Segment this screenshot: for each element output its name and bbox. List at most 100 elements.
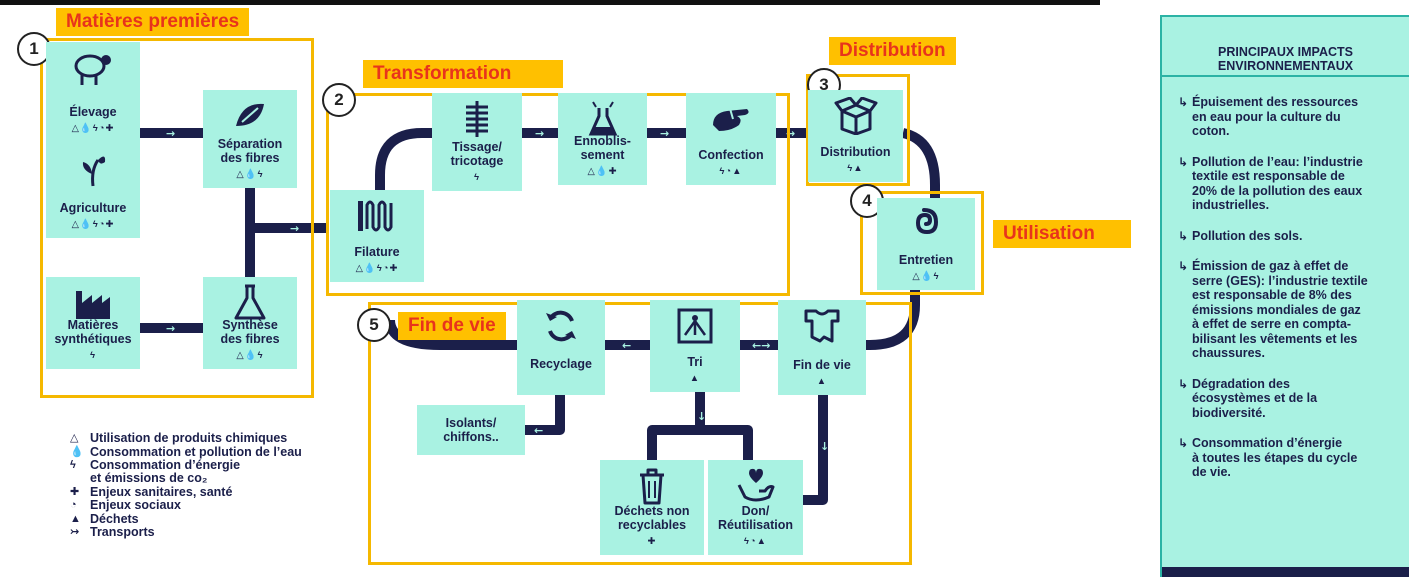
node-distribution: Distribution ϟ▲ <box>808 90 903 182</box>
legend-item: ◔Enjeux sociaux <box>70 499 302 512</box>
transport-arrow: → <box>166 127 175 140</box>
beaker-icon <box>558 99 647 139</box>
node-isolants: Isolants/ chiffons.. <box>417 405 525 455</box>
node-fin-de-vie: Fin de vie ▲ <box>778 300 866 395</box>
frame-matieres-premieres <box>40 38 314 398</box>
node-filature: Filature △💧ϟ◔✚ <box>330 190 424 282</box>
node-label: Confection <box>698 148 764 162</box>
legend-item: ϟ Consommation d’énergie et émissions de … <box>70 459 302 485</box>
panel-footer-bar <box>1162 567 1409 577</box>
transport-arrow: → <box>166 322 175 335</box>
impact-item: Dégradation des écosystèmes et de la bio… <box>1178 377 1399 421</box>
impact-symbols: ▲ <box>816 376 828 387</box>
step-number-5: 5 <box>357 308 391 342</box>
section-title-distribution: Distribution <box>829 37 956 65</box>
node-elevage: Élevage △💧ϟ◔✚ <box>46 42 140 142</box>
node-dechets-non-recyclables: Déchets non recyclables ✚ <box>600 460 704 555</box>
impact-symbols: △💧ϟ <box>236 350 264 361</box>
torn-shirt-icon <box>778 306 866 346</box>
frame-utilisation <box>860 191 984 295</box>
transport-arrow: ↓ <box>820 440 829 453</box>
legend-item: ↣ Transports <box>70 526 302 539</box>
sprout-icon <box>46 148 140 188</box>
node-label: Matières synthétiques <box>54 318 132 346</box>
impact-symbols: △💧ϟ◔✚ <box>71 219 115 230</box>
impact-symbols: ϟ <box>473 172 481 183</box>
transport-arrow: ←→ <box>752 339 770 352</box>
legend-symbol: ↣ <box>70 526 80 538</box>
legend-text: Transports <box>90 525 155 539</box>
impact-item: Consommation d’énergie à toutes les étap… <box>1178 436 1399 480</box>
sheep-icon <box>46 48 140 88</box>
impact-symbols: ▲ <box>689 373 701 384</box>
node-label: Séparation des fibres <box>217 137 283 165</box>
legend-item: △Utilisation de produits chimiques <box>70 432 302 445</box>
legend-text: Consommation d’énergie et émissions de c… <box>90 458 241 485</box>
node-synthese-fibres: Synthèse des fibres △💧ϟ <box>203 277 297 369</box>
impact-symbols: ✚ <box>647 536 657 547</box>
impact-symbols: ϟ◔▲ <box>719 166 743 177</box>
node-label: Tri <box>687 355 703 369</box>
transport-arrow: ← <box>534 424 543 437</box>
impact-symbols: ϟ <box>89 350 97 361</box>
node-label: Ennoblis- sement <box>574 134 631 162</box>
impact-symbols: △💧ϟ◔✚ <box>71 123 115 134</box>
legend-item: 💧Consommation et pollution de l’eau <box>70 445 302 459</box>
weaving-icon <box>432 99 522 139</box>
node-confection: Confection ϟ◔▲ <box>686 93 776 185</box>
legend-symbol: ϟ <box>70 459 76 471</box>
legend-item: ✚ Enjeux sanitaires, santé <box>70 484 302 499</box>
node-label: Agriculture <box>59 201 127 215</box>
impacts-list: Épuisement des ressources en eau pour la… <box>1162 77 1409 480</box>
box-icon <box>808 96 903 136</box>
impact-item: Épuisement des ressources en eau pour la… <box>1178 95 1399 139</box>
node-tissage: Tissage/ tricotage ϟ <box>432 93 522 191</box>
impact-symbols: ϟ◔▲ <box>743 536 768 547</box>
legend-item: ▲Déchets <box>70 512 302 526</box>
recycle-icon <box>517 306 605 346</box>
node-label: Tissage/ tricotage <box>450 140 504 168</box>
frame-distribution <box>806 74 910 186</box>
transport-arrow: → <box>535 127 544 140</box>
legend-symbol: ◔ <box>70 499 77 511</box>
legend-text: Enjeux sanitaires, santé <box>90 484 233 499</box>
transport-arrow: → <box>786 127 795 140</box>
impacts-panel: PRINCIPAUX IMPACTS ENVIRONNEMENTAUX Épui… <box>1160 15 1409 577</box>
heart-hand-icon <box>708 466 803 506</box>
node-label: Distribution <box>820 145 891 159</box>
section-title-fin-de-vie: Fin de vie <box>398 312 506 340</box>
hand-needle-icon <box>686 99 776 139</box>
impact-symbols: ϟ▲ <box>847 163 864 174</box>
node-label: Entretien <box>898 253 954 267</box>
section-title-utilisation: Utilisation <box>993 220 1131 248</box>
impact-item: Pollution des sols. <box>1178 229 1399 244</box>
impact-symbols: △💧ϟ◔✚ <box>355 263 399 274</box>
factory-icon <box>46 283 140 323</box>
transport-arrow: ← <box>622 339 631 352</box>
transport-arrow: → <box>660 127 669 140</box>
spiral-icon <box>877 204 975 244</box>
flask-icon <box>203 283 297 323</box>
node-label: Don/ Réutilisation <box>717 504 793 532</box>
frame-fin-de-vie <box>368 302 912 565</box>
impact-symbols: △💧ϟ <box>236 169 264 180</box>
legend-symbol: ✚ <box>70 485 80 498</box>
fiber-icon <box>203 96 297 136</box>
section-title-transformation: Transformation <box>363 60 563 88</box>
impact-item: Émission de gaz à effet de serre (GES): … <box>1178 259 1399 361</box>
node-label: Filature <box>354 245 400 259</box>
node-label: Recyclage <box>530 356 592 371</box>
transport-arrow: ↓ <box>697 410 706 423</box>
sorting-icon <box>650 306 740 346</box>
transport-arrow: → <box>290 222 299 235</box>
node-matieres-synthetiques: Matières synthétiques ϟ <box>46 277 140 369</box>
impact-item: Pollution de l’eau: l’industrie textile … <box>1178 155 1399 213</box>
node-don-reutilisation: Don/ Réutilisation ϟ◔▲ <box>708 460 803 555</box>
node-label: Élevage <box>69 105 117 119</box>
node-label: Isolants/ chiffons.. <box>443 416 499 444</box>
impact-symbols: △💧✚ <box>587 166 618 177</box>
node-label: Déchets non recyclables <box>614 504 690 532</box>
spool-icon <box>330 196 424 236</box>
node-recyclage: Recyclage <box>517 300 605 395</box>
